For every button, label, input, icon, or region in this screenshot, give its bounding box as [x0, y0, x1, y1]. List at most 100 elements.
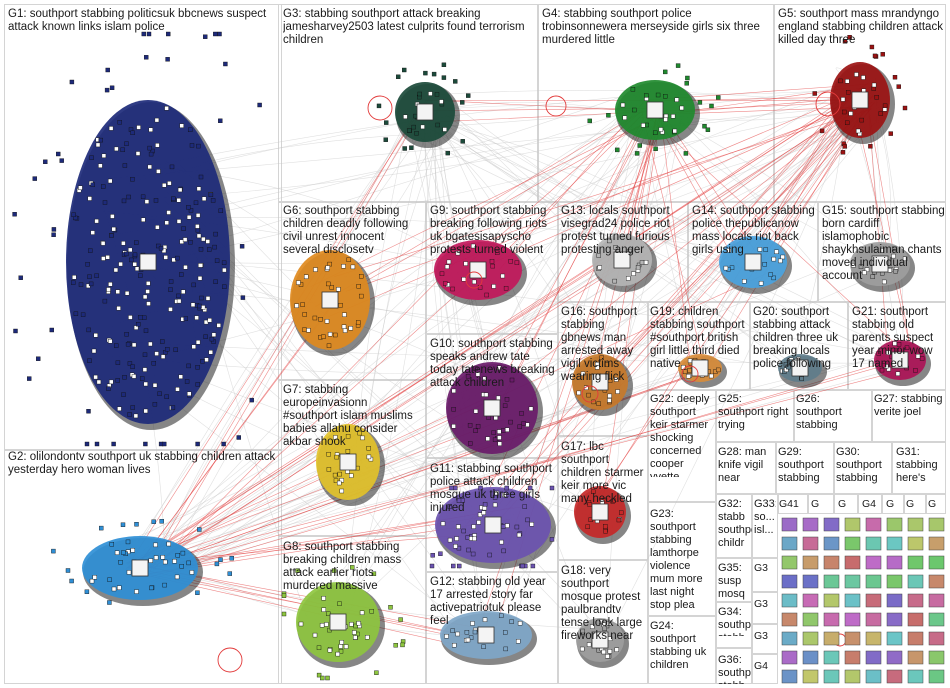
group-cell-g6 — [278, 202, 426, 380]
group-cell-g43 — [858, 494, 882, 514]
vertex — [702, 123, 707, 129]
vertex — [870, 274, 875, 279]
vertex — [169, 164, 175, 170]
hub-vertex — [139, 253, 157, 271]
vertex — [100, 184, 106, 189]
edge — [497, 107, 873, 522]
vertex — [902, 105, 908, 111]
vertex — [350, 565, 355, 570]
vertex — [316, 645, 322, 650]
vertex — [113, 267, 119, 273]
vertex — [881, 363, 887, 368]
hub-vertex — [791, 359, 809, 377]
vertex — [156, 169, 161, 174]
group-label-g33: G33: so... isl... — [754, 498, 776, 536]
vertex — [663, 117, 668, 122]
small-group-tile — [844, 650, 861, 665]
vertex — [723, 265, 729, 271]
vertex — [339, 488, 344, 494]
vertex — [159, 519, 164, 524]
group-label-g16: G16: southport stabbing gbnews man arres… — [561, 306, 638, 383]
vertex — [191, 282, 196, 288]
vertex — [868, 144, 873, 149]
vertex — [18, 275, 23, 280]
vertex — [858, 264, 864, 269]
vertex — [453, 485, 458, 491]
vertex — [202, 34, 208, 39]
hub-vertex — [321, 291, 339, 309]
vertex — [697, 100, 703, 105]
vertex — [453, 544, 458, 549]
vertex — [473, 409, 479, 414]
vertex — [212, 244, 217, 250]
vertex — [59, 158, 64, 163]
vertex — [902, 256, 908, 261]
vertex — [461, 277, 466, 282]
group-cell-g24 — [648, 616, 716, 684]
vertex — [108, 126, 114, 131]
vertex — [499, 539, 504, 545]
vertex — [472, 279, 477, 285]
group-label-g7: G7: stabbing europeinvasionn #southport … — [283, 384, 413, 448]
vertex — [131, 374, 137, 379]
node-cluster-g4 — [615, 80, 700, 146]
vertex — [89, 155, 94, 160]
edge — [149, 96, 431, 572]
vertex — [757, 247, 763, 252]
vertex — [166, 541, 171, 547]
vertex — [485, 436, 490, 441]
small-group-tile — [865, 555, 882, 570]
vertex — [107, 577, 112, 582]
vertex — [318, 317, 323, 322]
vertex — [503, 630, 508, 635]
vertex — [514, 260, 520, 265]
vertex — [148, 127, 154, 133]
group-label-g3: G3: stabbing southport attack breaking j… — [283, 8, 525, 46]
vertex — [771, 256, 776, 262]
vertex — [195, 340, 201, 345]
group-cell-g26 — [794, 390, 872, 442]
vertex — [168, 287, 173, 292]
vertex — [497, 365, 502, 370]
vertex — [181, 226, 186, 231]
small-group-tile — [823, 669, 840, 684]
vertex — [180, 289, 186, 294]
vertex — [482, 376, 487, 381]
group-cell-g15 — [818, 202, 946, 302]
edge — [150, 115, 415, 563]
vertex — [799, 376, 804, 381]
group-label-g21: G21: southport stabbing old parents susp… — [852, 306, 934, 370]
small-group-tile — [802, 612, 819, 627]
vertex — [471, 243, 476, 249]
vertex — [300, 302, 305, 307]
vertex — [607, 393, 612, 399]
vertex — [111, 441, 116, 447]
hub-vertex — [591, 631, 609, 649]
group-label-g45: G — [886, 498, 895, 510]
node-cluster-g13 — [592, 234, 657, 292]
vertex — [160, 354, 166, 359]
vertex — [851, 263, 856, 268]
vertex — [491, 284, 496, 289]
vertex — [335, 651, 340, 657]
group-label-g13: G13: locals southport visegrad24 police … — [561, 205, 670, 256]
vertex — [43, 159, 48, 165]
edge — [127, 250, 621, 569]
peripheral-vertices-g2 — [51, 519, 234, 605]
vertex — [179, 564, 184, 569]
vertex — [213, 231, 218, 237]
vertex — [164, 106, 169, 111]
edge — [600, 107, 662, 517]
vertex — [846, 89, 851, 95]
vertex — [102, 298, 108, 304]
vertex — [102, 200, 108, 205]
vertex — [199, 295, 204, 301]
small-group-tile — [844, 612, 861, 627]
vertex — [326, 467, 332, 472]
small-group-tile — [844, 517, 861, 532]
vertex — [205, 239, 211, 244]
vertex — [658, 127, 664, 132]
vertex — [93, 374, 98, 380]
small-group-tile — [865, 593, 882, 608]
edge — [150, 264, 617, 568]
